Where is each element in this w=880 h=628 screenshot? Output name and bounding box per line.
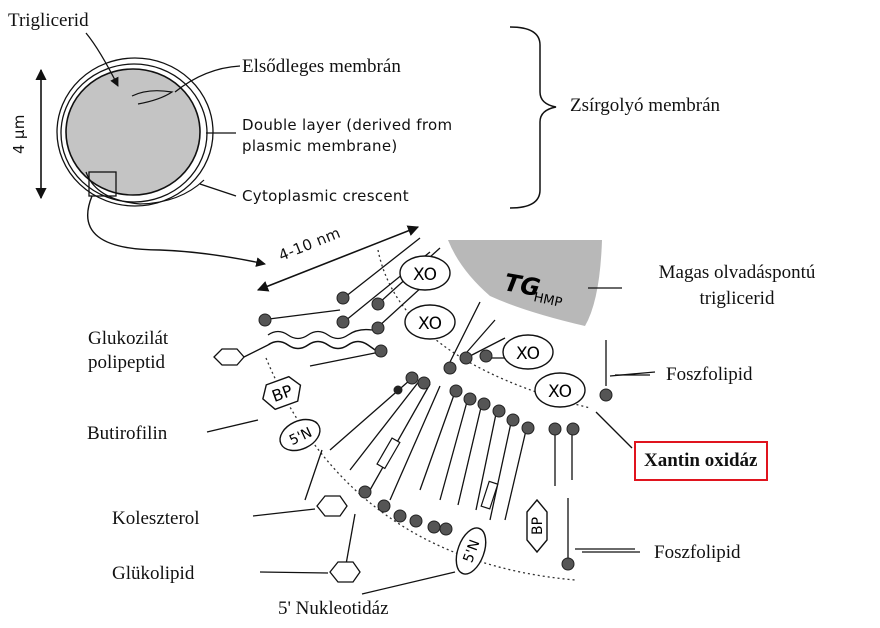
protein-xo-4: XO	[535, 373, 585, 407]
elsodleges-pointer	[175, 66, 240, 92]
label-triglicerid: Triglicerid	[8, 10, 89, 32]
protein-5n-2: 5'N	[451, 524, 492, 578]
xo-text-2: XO	[418, 314, 442, 334]
sugar-hexagon-3	[330, 562, 360, 582]
protein-bp-2: BP	[527, 500, 547, 552]
zoom-connector	[88, 196, 265, 264]
protein-xo-2: XO	[405, 305, 455, 339]
label-foszfolipid-bottom: Foszfolipid	[654, 542, 741, 564]
label-butirofilin: Butirofilin	[87, 423, 167, 445]
outer-dotted-boundary	[266, 358, 575, 580]
crescent-pointer	[200, 184, 236, 196]
protein-xo-3: XO	[503, 335, 553, 369]
label-double-layer-1: Double layer (derived from	[242, 116, 452, 134]
fat-globule	[57, 58, 213, 206]
label-4um: 4 µm	[10, 114, 28, 154]
label-magas-olvadaspontu: Magas olvadáspontú	[632, 262, 842, 284]
label-glukolipid: Glükolipid	[112, 563, 194, 585]
label-polipeptid: polipeptid	[88, 352, 165, 374]
label-5-nukleotidaz: 5' Nukleotidáz	[278, 598, 389, 620]
label-double-layer-2: plasmic membrane)	[242, 137, 398, 155]
xo-text-1: XO	[413, 265, 437, 285]
polypeptide-chain-2	[268, 330, 372, 339]
label-koleszterol: Koleszterol	[112, 508, 200, 530]
cholesterol-rect-1	[377, 438, 400, 468]
protein-bp-1: BP	[259, 374, 305, 412]
label-elsodleges-membran: Elsődleges membrán	[242, 56, 401, 78]
label-cytoplasmic-crescent: Cytoplasmic crescent	[242, 187, 409, 205]
bp-text-2: BP	[530, 517, 546, 535]
xo-text-3: XO	[516, 344, 540, 364]
label-zsirgolyo-membran: Zsírgolyó membrán	[570, 95, 720, 117]
sugar-hexagon-1	[214, 349, 244, 365]
polypeptide-chain	[268, 342, 378, 353]
label-foszfolipid-top: Foszfolipid	[666, 364, 753, 386]
label-xantin-oxidaz: Xantin oxidáz	[634, 441, 768, 481]
protein-5n-1: 5'N	[275, 413, 325, 456]
membrane-section: TG HMP	[214, 227, 655, 582]
label-glukozilat: Glukozilát	[88, 328, 168, 350]
membrane-brace	[510, 27, 556, 208]
label-magas-triglicerid: triglicerid	[632, 288, 842, 310]
protein-xo-1: XO	[400, 256, 450, 290]
xo-text-4: XO	[548, 382, 572, 402]
sugar-hexagon-2	[317, 496, 347, 516]
